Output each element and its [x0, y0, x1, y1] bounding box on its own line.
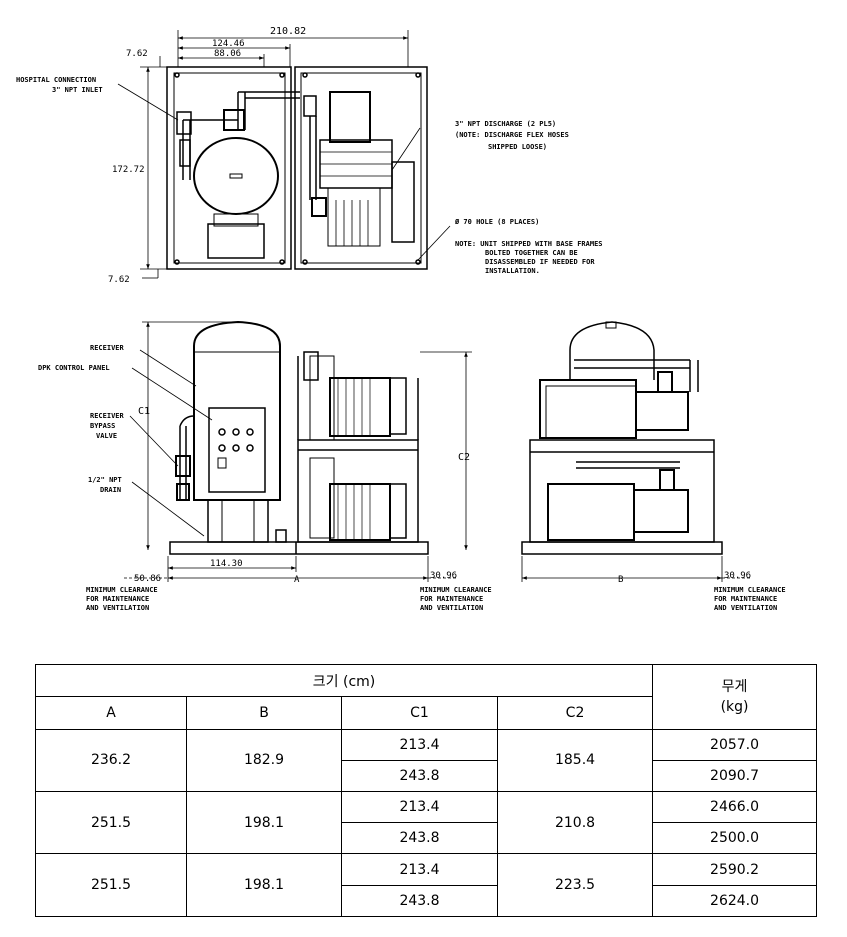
cell-c1: 243.8 — [341, 884, 498, 918]
top-view-dimensions — [117, 30, 451, 279]
cell-b: 182.9 — [186, 728, 342, 792]
svg-text:RECEIVER: RECEIVER — [90, 412, 125, 420]
svg-text:FOR MAINTENANCE: FOR MAINTENANCE — [86, 595, 149, 603]
dim-124: 124.46 — [212, 39, 245, 49]
dim-b: B — [618, 575, 623, 585]
cell-c1: 213.4 — [341, 728, 498, 761]
receiver-label: RECEIVER — [90, 344, 125, 352]
cell-c2: 223.5 — [496, 853, 654, 917]
svg-text:FOR MAINTENANCE: FOR MAINTENANCE — [420, 595, 483, 603]
cell-weight: 2624.0 — [652, 884, 818, 918]
col-c2-header: C2 — [496, 696, 654, 730]
col-c1-header: C1 — [341, 696, 498, 730]
table-row: 236.2 182.9 213.4 185.4 2057.0 — [35, 728, 818, 792]
dim-762-bottom: 7.62 — [108, 275, 130, 285]
svg-text:1/2" NPT: 1/2" NPT — [88, 476, 122, 484]
dim-762-top: 7.62 — [126, 49, 148, 59]
cell-c2: 185.4 — [496, 728, 654, 792]
svg-text:3" NPT INLET: 3" NPT INLET — [52, 86, 103, 94]
dim-114: 114.30 — [210, 559, 243, 569]
svg-text:HOSPITAL CONNECTION: HOSPITAL CONNECTION — [16, 76, 96, 84]
dim-a: A — [294, 575, 300, 585]
svg-text:AND VENTILATION: AND VENTILATION — [714, 604, 777, 612]
spec-table: 크기 (cm) 무게 (kg) A B C1 C2 236.2 182.9 21… — [34, 663, 818, 918]
table-row: 243.8 2624.0 — [36, 884, 818, 918]
svg-text:3" NPT DISCHARGE (2 PL5): 3" NPT DISCHARGE (2 PL5) — [455, 120, 556, 128]
cell-a: 236.2 — [35, 728, 187, 792]
control-panel-label: DPK CONTROL PANEL — [38, 364, 110, 372]
svg-text:DRAIN: DRAIN — [100, 486, 121, 494]
front-view — [169, 320, 429, 555]
cell-c2: 210.8 — [496, 790, 654, 855]
top-view — [166, 66, 428, 270]
svg-text:VALVE: VALVE — [96, 432, 117, 440]
bypass-valve-label: RECEIVER BYPASS VALVE — [90, 412, 125, 440]
svg-text:AND VENTILATION: AND VENTILATION — [86, 604, 149, 612]
clearance-right-note: MINIMUM CLEARANCE FOR MAINTENANCE AND VE… — [714, 586, 786, 612]
cell-b: 198.1 — [186, 853, 342, 917]
dim-5086: 50.86 — [134, 574, 161, 584]
technical-drawing: 210.82 124.46 88.06 7.62 172.72 7.62 HOS… — [16, 26, 786, 612]
front-view-dimensions — [124, 321, 472, 582]
cell-weight: 2057.0 — [652, 728, 818, 761]
cell-weight: 2500.0 — [652, 822, 818, 855]
cell-c1: 243.8 — [341, 759, 498, 792]
col-a-header: A — [35, 696, 187, 730]
svg-text:BOLTED TOGETHER CAN BE: BOLTED TOGETHER CAN BE — [485, 249, 578, 257]
cell-weight: 2590.2 — [652, 853, 818, 886]
cell-weight: 2466.0 — [652, 790, 818, 824]
clearance-mid-note: MINIMUM CLEARANCE FOR MAINTENANCE AND VE… — [420, 586, 492, 612]
svg-text:MINIMUM CLEARANCE: MINIMUM CLEARANCE — [420, 586, 492, 594]
cell-b: 198.1 — [186, 790, 342, 855]
cell-c1: 213.4 — [341, 853, 498, 886]
cell-weight: 2090.7 — [652, 759, 818, 792]
hospital-connection-label: HOSPITAL CONNECTION 3" NPT INLET — [16, 76, 103, 94]
table-row: 251.5 198.1 213.4 223.5 2590.2 — [35, 853, 818, 917]
dim-c2: C2 — [458, 452, 470, 463]
table-row: 251.5 198.1 213.4 210.8 2466.0 — [35, 790, 818, 855]
drain-label: 1/2" NPT DRAIN — [88, 476, 122, 494]
svg-text:AND VENTILATION: AND VENTILATION — [420, 604, 483, 612]
cell-a: 251.5 — [35, 853, 187, 917]
size-header: 크기 (cm) — [34, 663, 654, 698]
svg-text:MINIMUM CLEARANCE: MINIMUM CLEARANCE — [86, 586, 158, 594]
table-row: 243.8 2500.0 — [36, 822, 818, 855]
dim-c1: C1 — [138, 406, 150, 417]
svg-text:FOR MAINTENANCE: FOR MAINTENANCE — [714, 595, 777, 603]
dim-172: 172.72 — [112, 165, 145, 175]
table-row: 243.8 2090.7 — [36, 759, 818, 792]
dim-overall: 210.82 — [270, 26, 306, 37]
cell-c1: 243.8 — [341, 822, 498, 855]
side-view — [521, 321, 723, 555]
shipping-note: NOTE: UNIT SHIPPED WITH BASE FRAMES BOLT… — [455, 240, 603, 275]
side-view-dimensions — [521, 556, 752, 582]
dim-3096-front: 30.96 — [430, 571, 457, 581]
svg-text:MINIMUM CLEARANCE: MINIMUM CLEARANCE — [714, 586, 786, 594]
dim-88: 88.06 — [214, 49, 241, 59]
cell-a: 251.5 — [35, 790, 187, 855]
svg-text:NOTE: UNIT SHIPPED WITH BASE F: NOTE: UNIT SHIPPED WITH BASE FRAMES — [455, 240, 603, 248]
cell-c1: 213.4 — [341, 790, 498, 824]
svg-text:BYPASS: BYPASS — [90, 422, 115, 430]
hole-label: Ø 70 HOLE (8 PLACES) — [454, 218, 539, 226]
dim-3096-side: 30.96 — [724, 571, 751, 581]
svg-text:(NOTE: DISCHARGE FLEX HOSES: (NOTE: DISCHARGE FLEX HOSES — [455, 131, 569, 139]
weight-header: 무게 (kg) — [652, 664, 818, 730]
clearance-left-note: MINIMUM CLEARANCE FOR MAINTENANCE AND VE… — [86, 586, 158, 612]
svg-text:SHIPPED LOOSE): SHIPPED LOOSE) — [488, 143, 547, 151]
col-b-header: B — [186, 696, 342, 730]
svg-text:DISASSEMBLED IF NEEDED FOR: DISASSEMBLED IF NEEDED FOR — [485, 258, 595, 266]
discharge-label: 3" NPT DISCHARGE (2 PL5) (NOTE: DISCHARG… — [455, 120, 569, 151]
svg-text:INSTALLATION.: INSTALLATION. — [485, 267, 540, 275]
